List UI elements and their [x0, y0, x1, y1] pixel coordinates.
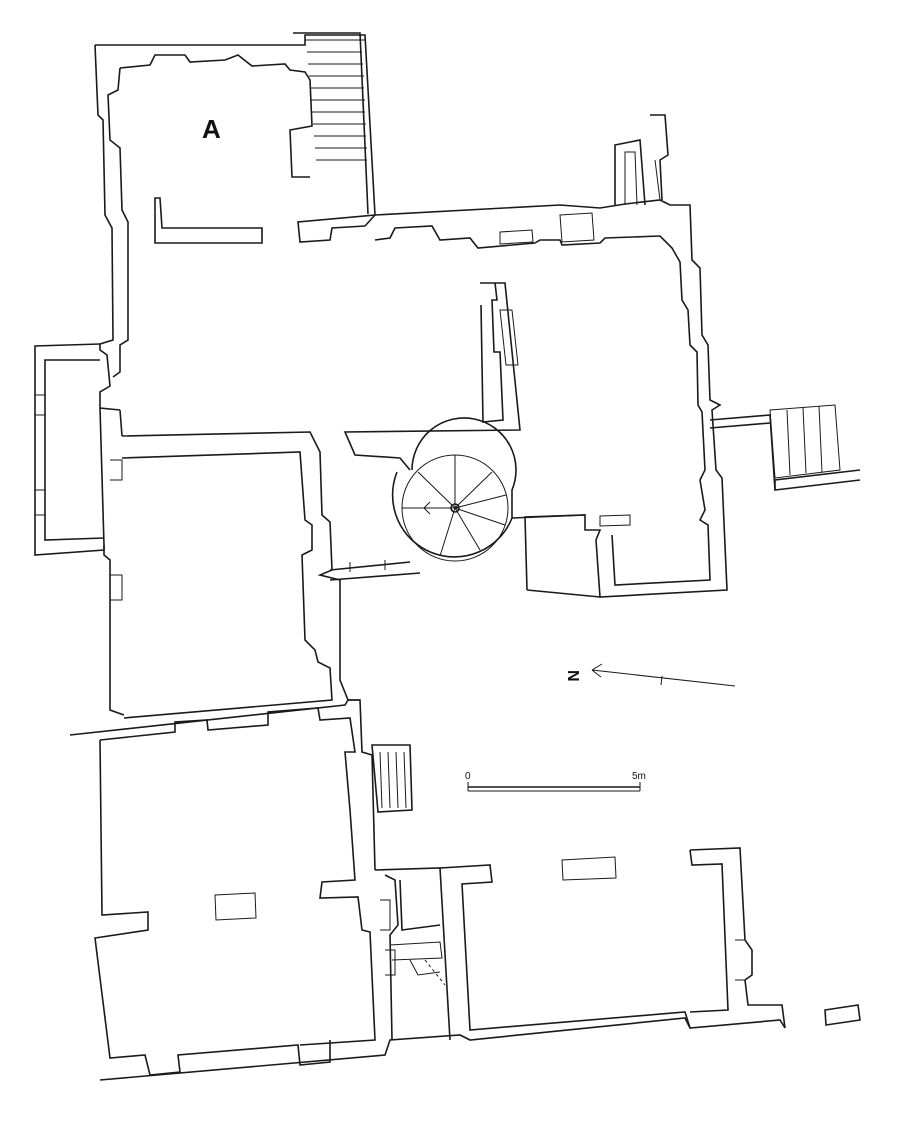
spiral-staircase — [329, 417, 631, 598]
scale-start-label: 0 — [465, 771, 471, 782]
south-centre-rooms — [374, 867, 451, 1041]
room-a-walls — [94, 32, 376, 411]
north-label: N — [564, 670, 581, 682]
room-label-a: A — [202, 114, 221, 144]
small-stair — [371, 744, 413, 813]
scale-bar: 0 5m — [465, 771, 646, 792]
central-hall-walls — [119, 199, 728, 701]
north-east-stair — [614, 114, 669, 206]
east-stair — [709, 404, 861, 491]
south-east-room-walls — [439, 847, 861, 1031]
scale-end-label: 5m — [632, 771, 646, 782]
north-arrow: N — [564, 663, 736, 687]
west-middle-room — [99, 407, 333, 719]
west-annex-walls — [34, 343, 105, 556]
north-arrow-icon — [591, 663, 736, 687]
south-west-room-walls — [69, 699, 786, 1081]
